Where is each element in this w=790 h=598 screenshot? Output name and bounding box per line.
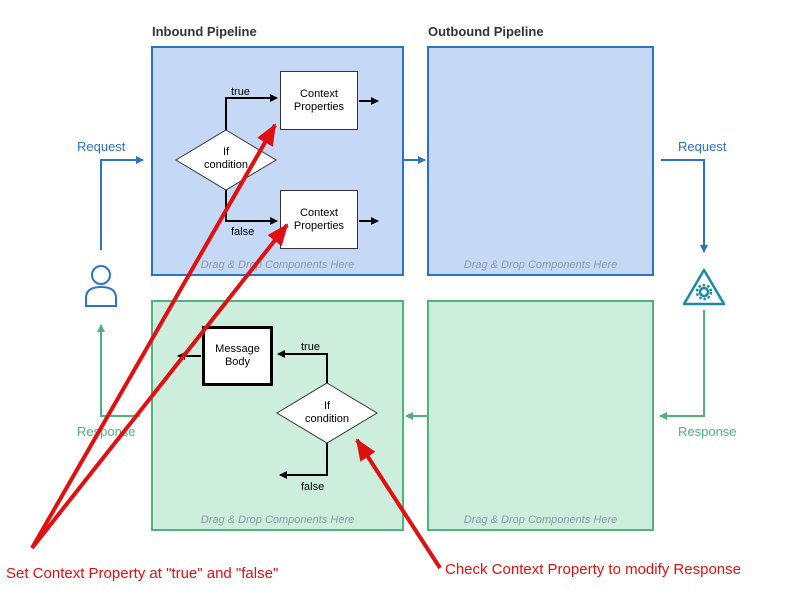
response-true-line (277, 350, 328, 383)
request-in-connector (100, 156, 144, 250)
inbound-pipeline-title: Inbound Pipeline (152, 24, 257, 39)
box-line-2: Properties (293, 100, 345, 113)
inbound-true-label: true (231, 86, 250, 98)
response-in-connector (659, 310, 705, 420)
response-right-drop-placeholder: Drag & Drop Components Here (463, 514, 618, 526)
box-line-1: Message (215, 343, 260, 355)
user-icon (85, 265, 117, 307)
outbound-pipeline-pane[interactable]: Drag & Drop Components Here (427, 46, 654, 276)
response-false-label: false (301, 481, 325, 493)
request-label-left: Request (77, 139, 126, 154)
response-false-line (279, 443, 328, 479)
inbound-true-line (225, 94, 278, 130)
condition-line-2: condition (304, 413, 350, 425)
condition-line-2: condition (203, 159, 249, 171)
inbound-false-line (225, 190, 278, 225)
inbound-false-label: false (231, 226, 255, 238)
request-out-connector (661, 159, 708, 253)
response-true-label: true (301, 341, 320, 353)
outbound-drop-placeholder: Drag & Drop Components Here (463, 259, 618, 271)
response-right-pane[interactable]: Drag & Drop Components Here (427, 300, 654, 531)
annotation-arrow-check (355, 438, 442, 570)
annotation-set-context-property: Set Context Property at "true" and "fals… (6, 565, 279, 582)
response-left-drop-placeholder: Drag & Drop Components Here (200, 514, 355, 526)
annotation-arrow-true (30, 123, 277, 549)
condition-line-1: If (323, 400, 331, 412)
response-label-right: Response (678, 424, 737, 439)
box-line-2: Body (224, 356, 251, 368)
inbound-drop-placeholder: Drag & Drop Components Here (200, 259, 355, 271)
response-condition-diamond (276, 382, 378, 444)
annotation-arrow-false (30, 223, 289, 550)
box-line-2: Properties (293, 219, 345, 232)
annotation-check-context-property: Check Context Property to modify Respons… (445, 561, 741, 578)
gear-triangle-icon (682, 268, 726, 306)
condition-line-1: If (222, 146, 230, 158)
box-line-1: Context (300, 206, 338, 219)
box-line-1: Context (300, 87, 338, 100)
request-label-right: Request (678, 139, 727, 154)
outbound-pipeline-title: Outbound Pipeline (428, 24, 544, 39)
response-out-connector (97, 324, 140, 417)
